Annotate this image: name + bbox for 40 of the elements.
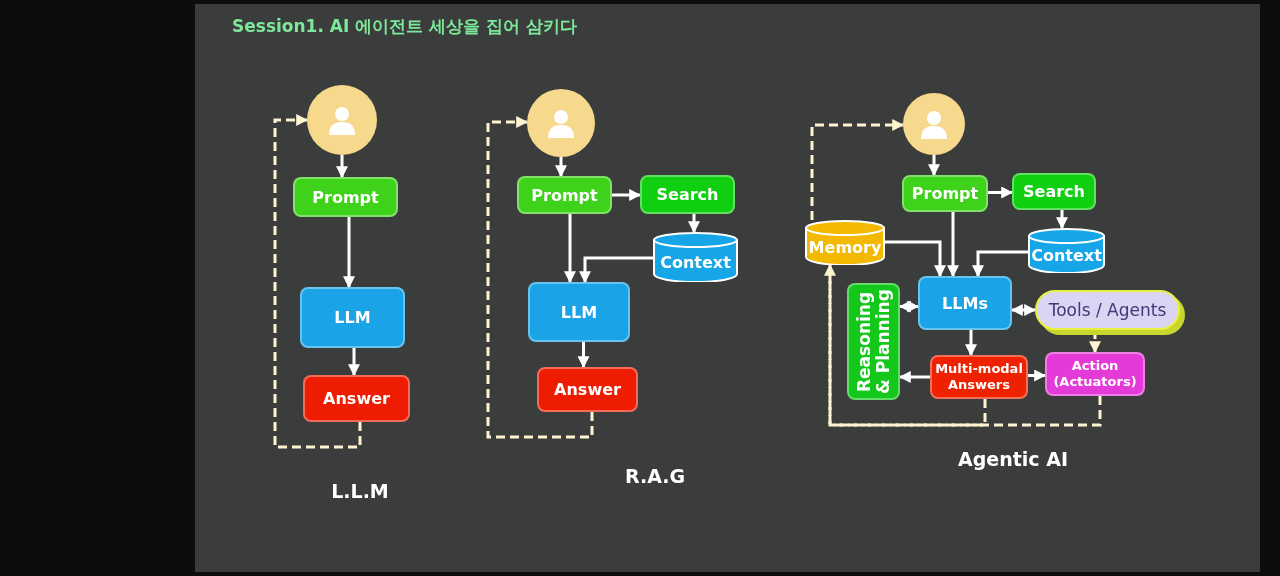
process-box: LLMs bbox=[918, 276, 1012, 330]
feedback-arrow bbox=[810, 119, 905, 220]
column-title: R.A.G bbox=[624, 465, 686, 487]
process-box: LLM bbox=[300, 287, 405, 348]
arrow bbox=[947, 212, 959, 278]
process-box: Reasoning & Planning bbox=[847, 283, 900, 400]
feedback-arrow bbox=[486, 116, 594, 439]
arrow bbox=[348, 348, 360, 377]
process-box: Search bbox=[640, 175, 735, 214]
column-title: L.L.M bbox=[331, 480, 389, 502]
process-box: LLM bbox=[528, 282, 630, 342]
process-box: Prompt bbox=[902, 175, 988, 212]
process-box: Search bbox=[1012, 173, 1096, 210]
process-box: Answer bbox=[303, 375, 410, 422]
arrow bbox=[336, 155, 348, 179]
arrow bbox=[972, 250, 1028, 278]
arrow bbox=[1028, 369, 1047, 382]
arrow bbox=[555, 157, 567, 178]
arrow bbox=[988, 186, 1014, 199]
arrow bbox=[898, 371, 930, 383]
arrow bbox=[1010, 304, 1037, 316]
arrow bbox=[579, 256, 653, 284]
arrow bbox=[612, 189, 642, 201]
arrow bbox=[898, 300, 920, 313]
arrow bbox=[965, 330, 977, 357]
feedback-arrow bbox=[273, 114, 362, 449]
arrow bbox=[688, 214, 700, 234]
arrow bbox=[928, 155, 940, 177]
slide-title: Session1. AI 에이전트 세상을 집어 삼키다 bbox=[232, 15, 577, 38]
process-box: Answer bbox=[537, 367, 638, 412]
process-box: Action (Actuators) bbox=[1045, 352, 1145, 396]
process-box: Prompt bbox=[293, 177, 398, 217]
process-box: Prompt bbox=[517, 176, 612, 214]
arrow bbox=[577, 342, 590, 369]
column-title: Agentic AI bbox=[958, 448, 1068, 470]
arrow bbox=[343, 217, 355, 289]
process-box: Multi-modal Answers bbox=[930, 355, 1028, 399]
arrow bbox=[885, 240, 946, 278]
arrow bbox=[1056, 210, 1068, 230]
arrow bbox=[564, 214, 576, 284]
